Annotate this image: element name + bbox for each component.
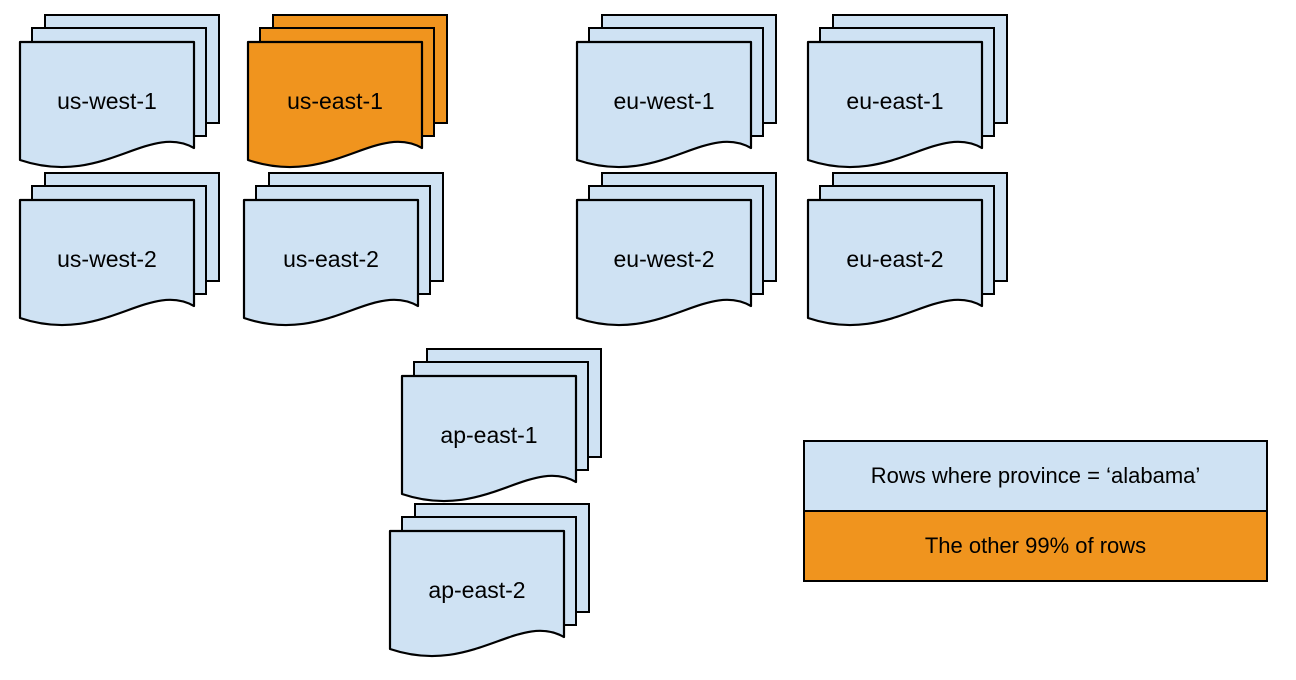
document-shape-icon xyxy=(806,198,984,327)
document-shape-icon xyxy=(575,198,753,327)
stack-label: us-east-2 xyxy=(283,245,379,272)
document-stack-us-east-1: us-east-1 xyxy=(246,14,450,174)
document-stack-eu-east-1: eu-east-1 xyxy=(806,14,1010,174)
document-shape-icon xyxy=(575,40,753,169)
document-shape-icon xyxy=(246,40,424,169)
legend-row-label: Rows where province = ‘alabama’ xyxy=(870,463,1201,488)
legend: Rows where province = ‘alabama’ The othe… xyxy=(803,440,1268,582)
document-shape-icon xyxy=(806,40,984,169)
stack-label: eu-east-2 xyxy=(846,245,944,272)
stack-label: eu-west-1 xyxy=(613,87,715,114)
stack-label: eu-east-1 xyxy=(846,87,944,114)
stack-label: us-west-1 xyxy=(57,87,157,114)
document-stack-us-west-2: us-west-2 xyxy=(18,172,222,332)
document-stack-eu-west-2: eu-west-2 xyxy=(575,172,779,332)
document-shape-icon xyxy=(388,529,566,658)
document-stack-ap-east-1: ap-east-1 xyxy=(400,348,604,508)
document-shape-icon xyxy=(18,40,196,169)
legend-row-other-rows: The other 99% of rows xyxy=(805,510,1266,580)
legend-row-alabama-rows: Rows where province = ‘alabama’ xyxy=(805,442,1266,510)
document-shape-icon xyxy=(18,198,196,327)
document-stack-eu-east-2: eu-east-2 xyxy=(806,172,1010,332)
stack-label: ap-east-2 xyxy=(428,576,526,603)
legend-row-label: The other 99% of rows xyxy=(924,533,1147,558)
document-stack-eu-west-1: eu-west-1 xyxy=(575,14,779,174)
document-stack-us-east-2: us-east-2 xyxy=(242,172,446,332)
stack-label: us-west-2 xyxy=(57,245,157,272)
stack-label: us-east-1 xyxy=(287,87,383,114)
stack-label: eu-west-2 xyxy=(613,245,715,272)
document-stack-us-west-1: us-west-1 xyxy=(18,14,222,174)
document-shape-icon xyxy=(400,374,578,503)
document-stack-ap-east-2: ap-east-2 xyxy=(388,503,592,663)
document-shape-icon xyxy=(242,198,420,327)
stack-label: ap-east-1 xyxy=(440,421,538,448)
